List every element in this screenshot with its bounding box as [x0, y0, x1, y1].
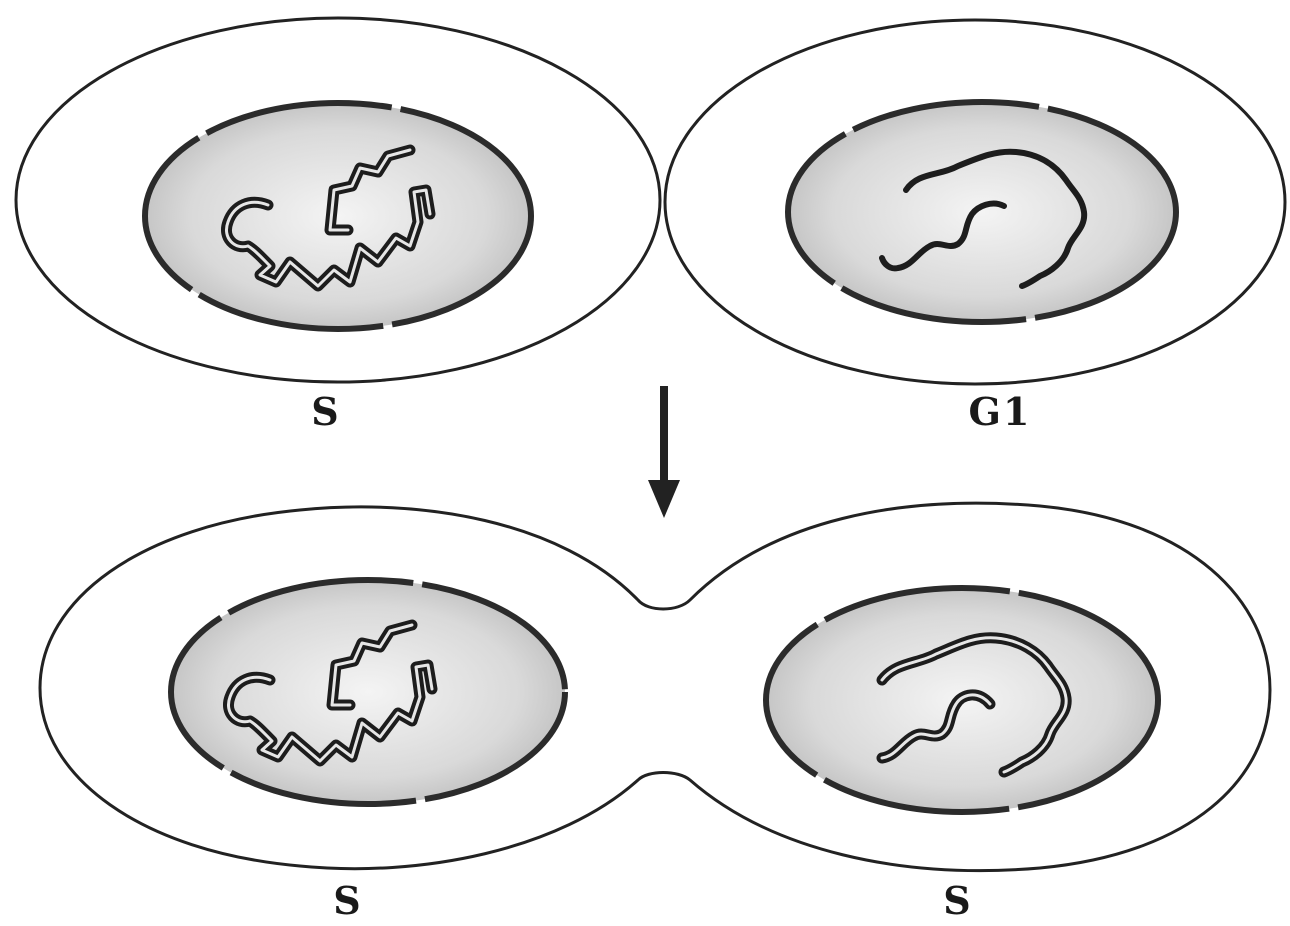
label-s-top: S	[311, 389, 340, 434]
s-phase-nucleus-left	[168, 577, 568, 807]
label-g1-top: G1	[969, 389, 1032, 434]
s-phase-nucleus-right	[763, 585, 1161, 815]
label-s-bottom-left: S	[333, 878, 362, 923]
fused-cell	[38, 501, 1272, 873]
unreplicated-chromatin	[879, 148, 1088, 289]
transition-arrow	[648, 386, 680, 518]
replicated-chromatin	[876, 632, 1072, 778]
replicated-chromatin	[221, 144, 436, 292]
label-s-bottom-right: S	[943, 878, 972, 923]
replicated-chromatin	[223, 619, 438, 767]
nuclear-envelope	[142, 100, 534, 332]
s-phase-cell	[14, 16, 662, 384]
nuclear-envelope	[785, 99, 1179, 325]
g1-phase-cell	[663, 18, 1287, 386]
